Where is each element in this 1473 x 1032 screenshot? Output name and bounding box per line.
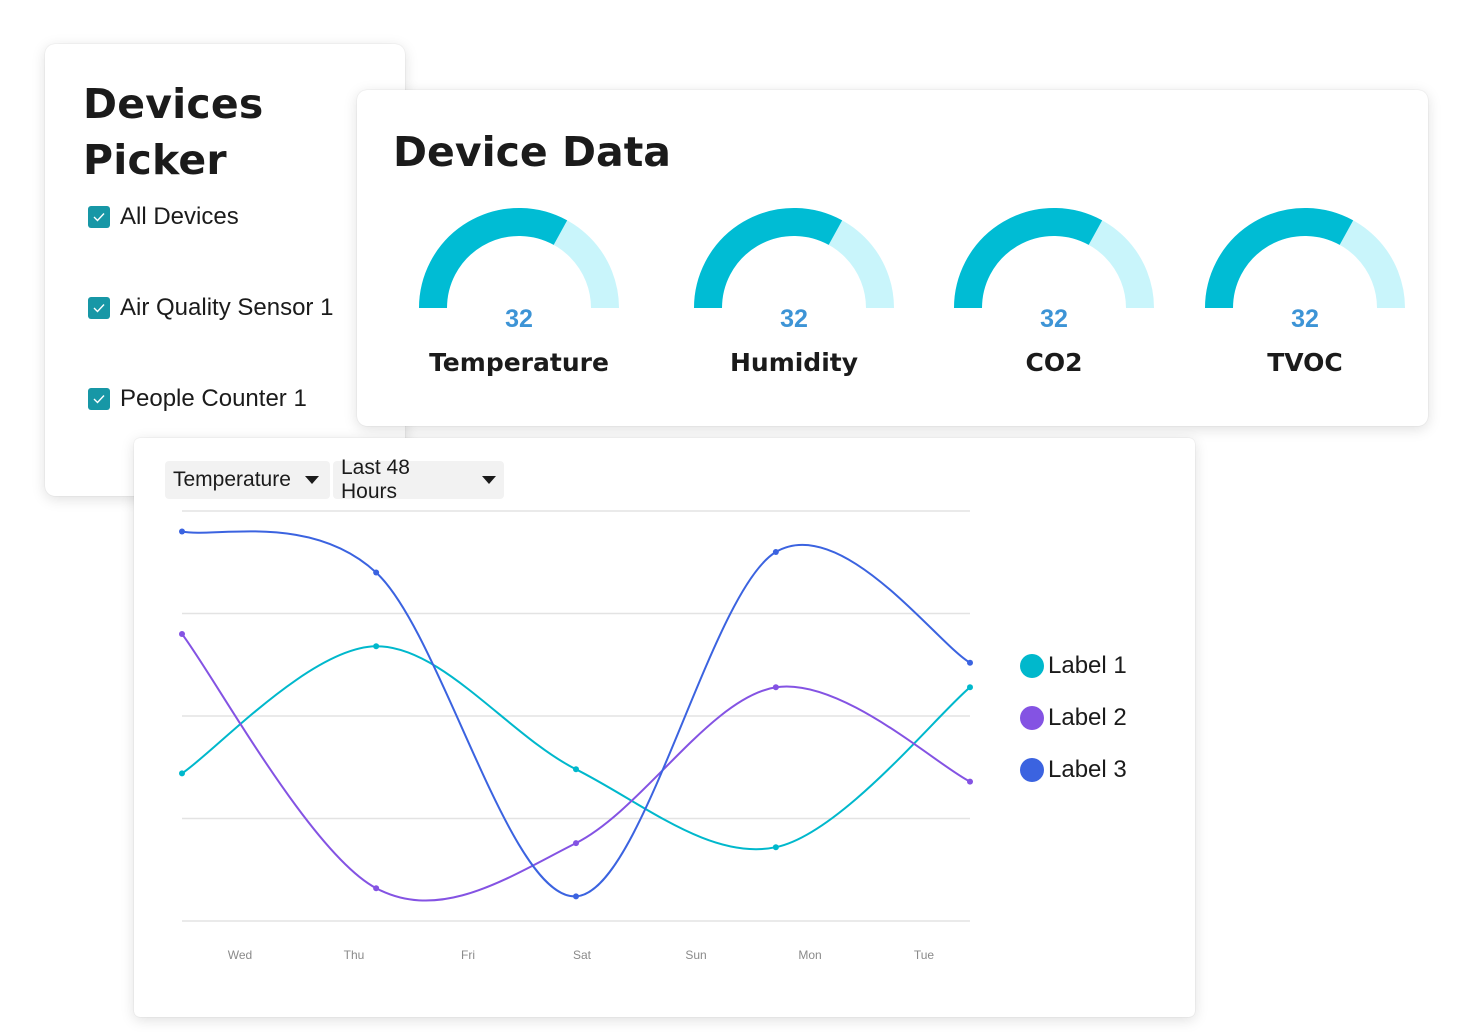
x-tick-label: Sun bbox=[685, 948, 706, 962]
gauge-label: TVOC bbox=[1267, 348, 1343, 377]
legend-label: Label 1 bbox=[1048, 652, 1127, 679]
time-range-dropdown[interactable]: Last 48 Hours bbox=[333, 456, 504, 503]
gauge-value: 32 bbox=[505, 305, 533, 333]
gauge-fill bbox=[954, 208, 1103, 309]
gauge-arc bbox=[419, 208, 619, 309]
gauge-fill bbox=[419, 208, 568, 309]
metric-dropdown[interactable]: Temperature bbox=[165, 461, 330, 499]
gauge-fill bbox=[1205, 208, 1354, 309]
device-item-label: Air Quality Sensor 1 bbox=[120, 294, 334, 321]
gauge-label: CO2 bbox=[1025, 348, 1083, 377]
gauge-arc bbox=[1205, 208, 1405, 309]
checkbox-checked-icon[interactable] bbox=[88, 388, 110, 410]
gauge-value: 32 bbox=[1040, 305, 1068, 333]
picker-title: Devices Picker bbox=[83, 80, 264, 184]
gauge-arc bbox=[954, 208, 1154, 309]
data-point bbox=[373, 885, 380, 892]
data-point bbox=[373, 643, 380, 650]
data-point bbox=[179, 528, 185, 535]
checkbox-checked-icon[interactable] bbox=[88, 297, 110, 319]
data-point bbox=[772, 684, 779, 691]
gauge-temperature: 32 Temperature bbox=[409, 208, 629, 388]
x-tick-label: Tue bbox=[914, 948, 935, 962]
metric-dropdown-value: Temperature bbox=[173, 468, 291, 491]
x-tick-label: Thu bbox=[344, 948, 365, 962]
data-point bbox=[573, 840, 579, 847]
data-point bbox=[772, 844, 779, 851]
device-item-air-quality-sensor[interactable]: Air Quality Sensor 1 bbox=[88, 294, 333, 322]
legend-swatch bbox=[1020, 654, 1044, 678]
data-point bbox=[967, 778, 973, 785]
device-item-label: All Devices bbox=[120, 203, 239, 230]
gauge-label: Temperature bbox=[429, 348, 609, 377]
line-chart: Wed Thu Fri Sat Sun Mon Tue bbox=[179, 510, 973, 962]
gauge-co2: 32 CO2 bbox=[944, 208, 1164, 388]
x-tick-label: Sat bbox=[573, 948, 592, 962]
data-point bbox=[967, 684, 973, 691]
gauge-arc bbox=[694, 208, 894, 309]
chevron-down-icon bbox=[304, 476, 319, 484]
checkbox-checked-icon[interactable] bbox=[88, 206, 110, 228]
gauge-tvoc: 32 TVOC bbox=[1195, 208, 1415, 388]
series-line-3 bbox=[181, 530, 971, 898]
chevron-down-icon bbox=[482, 476, 496, 484]
legend-swatch bbox=[1020, 758, 1044, 782]
device-data-title: Device Data bbox=[393, 128, 671, 176]
gauge-value: 32 bbox=[1291, 305, 1319, 333]
devices-picker-card: Devices Picker All Devices Air Quality S… bbox=[45, 44, 405, 496]
device-item-label: People Counter 1 bbox=[120, 385, 307, 412]
data-point bbox=[179, 631, 185, 637]
gauge-value: 32 bbox=[780, 305, 808, 333]
device-item-all-devices[interactable]: All Devices bbox=[88, 203, 239, 231]
data-point bbox=[573, 766, 579, 773]
x-tick-label: Mon bbox=[798, 948, 821, 962]
legend-item-label-3: Label 3 bbox=[1020, 756, 1127, 784]
data-point bbox=[967, 659, 973, 666]
legend-label: Label 3 bbox=[1048, 756, 1127, 783]
legend-swatch bbox=[1020, 706, 1044, 730]
legend-label: Label 2 bbox=[1048, 704, 1127, 731]
data-point bbox=[573, 893, 579, 900]
data-point bbox=[179, 770, 185, 777]
legend-item-label-2: Label 2 bbox=[1020, 704, 1127, 732]
x-tick-label: Fri bbox=[461, 948, 475, 962]
chart-card: Wed Thu Fri Sat Sun Mon Tue Temperature Last 4… bbox=[134, 438, 1195, 1017]
time-range-dropdown-value: Last 48 Hours bbox=[341, 456, 410, 503]
device-item-people-counter[interactable]: People Counter 1 bbox=[88, 385, 307, 413]
device-data-card: Device Data 32 Temperature 32 Humidity 3… bbox=[357, 90, 1428, 426]
gauge-fill bbox=[694, 208, 843, 309]
gauge-label: Humidity bbox=[729, 348, 859, 377]
gauge-humidity: 32 Humidity bbox=[684, 208, 904, 388]
data-point bbox=[373, 569, 380, 576]
x-tick-label: Wed bbox=[228, 948, 252, 962]
data-point bbox=[772, 549, 779, 555]
legend-item-label-1: Label 1 bbox=[1020, 652, 1127, 680]
